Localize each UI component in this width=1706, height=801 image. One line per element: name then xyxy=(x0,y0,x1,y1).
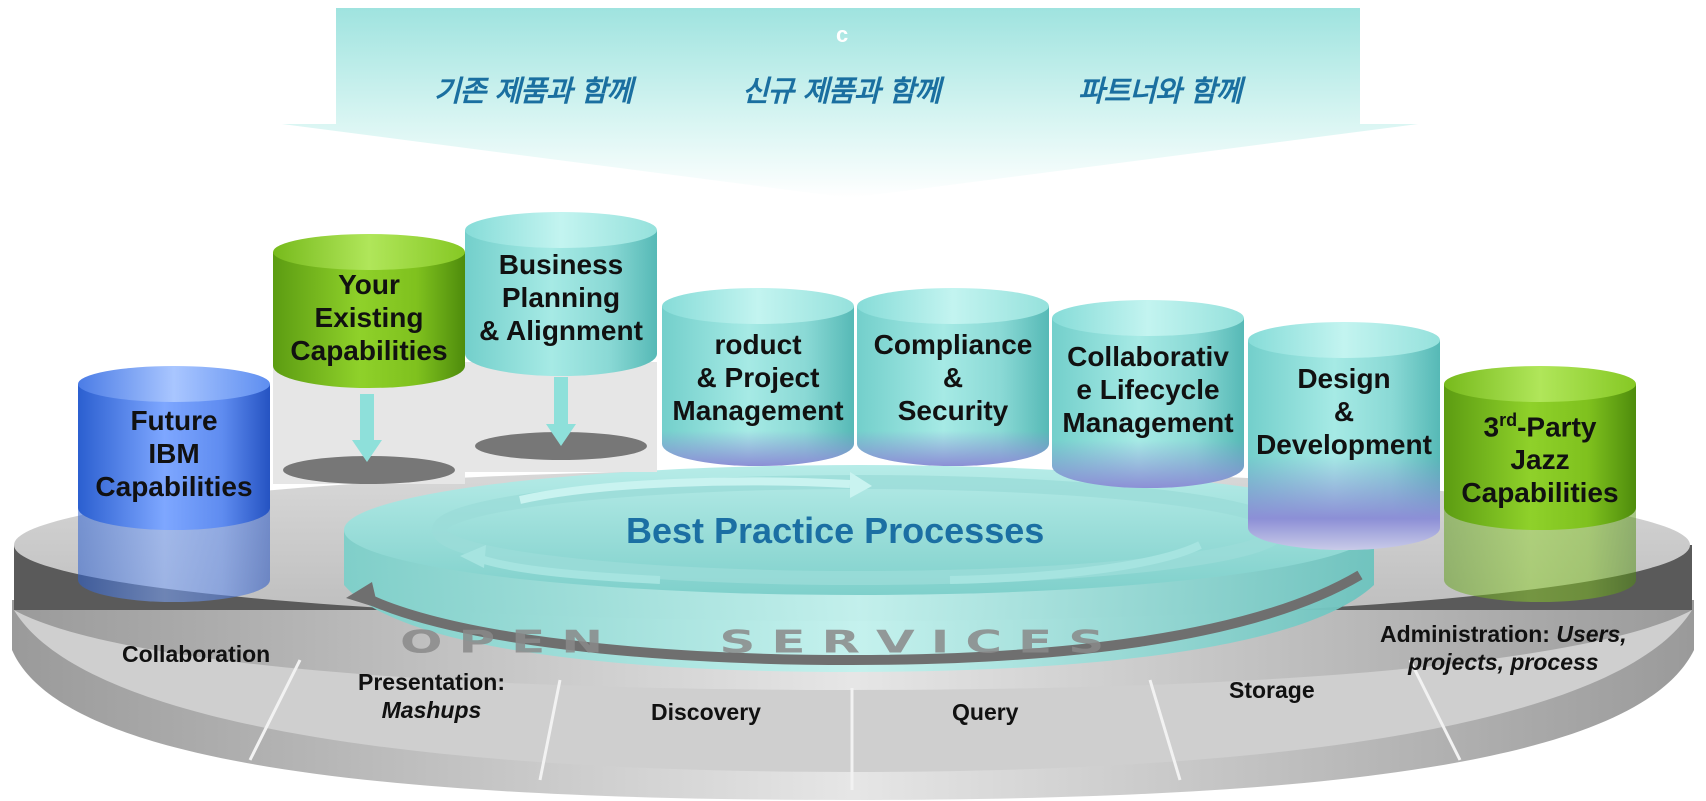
cylinder-compliance: Compliance & Security xyxy=(857,288,1049,478)
cylinder-product-project-label: roduct & Project Management xyxy=(672,329,844,426)
service-discovery: Discovery xyxy=(651,699,761,725)
cylinder-design: Design & Development xyxy=(1248,322,1440,558)
cylinder-design-label: Design & Development xyxy=(1256,363,1432,460)
service-presentation: Presentation: Mashups xyxy=(358,669,505,723)
service-administration: Administration: Users, projects, process xyxy=(1380,621,1627,675)
service-query: Query xyxy=(952,699,1019,725)
cylinder-third-party: 3rd-Party Jazz Capabilities xyxy=(1444,366,1636,602)
best-practice-title: Best Practice Processes xyxy=(626,510,1045,551)
cylinder-your-existing-label: Your Existing Capabilities xyxy=(290,269,448,366)
down-arrow-icon xyxy=(554,377,568,427)
down-arrow-head-icon xyxy=(352,440,382,462)
cylinder-collaborative: Collaborativ e Lifecycle Management xyxy=(1052,300,1244,498)
cylinder-product-project: roduct & Project Management xyxy=(662,288,854,478)
banner-item-partner: 파트너와 함께 xyxy=(1078,74,1242,108)
cylinder-business-planning-label: Business Planning & Alignment xyxy=(479,249,643,346)
banner-item-existing: 기존 제품과 함께 xyxy=(434,74,633,108)
banner-funnel xyxy=(282,8,1418,198)
open-services-label: OPEN SERVICES xyxy=(400,624,1121,660)
cylinder-future-ibm-label: Future IBM Capabilities xyxy=(95,405,253,502)
service-collaboration: Collaboration xyxy=(122,641,271,667)
cylinder-your-existing: Your Existing Capabilities xyxy=(273,234,465,484)
banner-mark: c xyxy=(836,22,849,47)
service-storage: Storage xyxy=(1229,677,1315,703)
cylinder-collaborative-label: Collaborativ e Lifecycle Management xyxy=(1062,341,1234,438)
down-arrow-head-icon xyxy=(546,424,576,446)
banner-item-new: 신규 제품과 함께 xyxy=(742,74,941,108)
cylinder-third-party-label: 3rd-Party Jazz Capabilities xyxy=(1461,410,1619,509)
down-arrow-icon xyxy=(360,394,374,444)
cylinder-business-planning: Business Planning & Alignment xyxy=(465,212,657,472)
cylinder-future-ibm: Future IBM Capabilities xyxy=(78,366,270,602)
cylinder-compliance-label: Compliance & Security xyxy=(873,329,1033,426)
